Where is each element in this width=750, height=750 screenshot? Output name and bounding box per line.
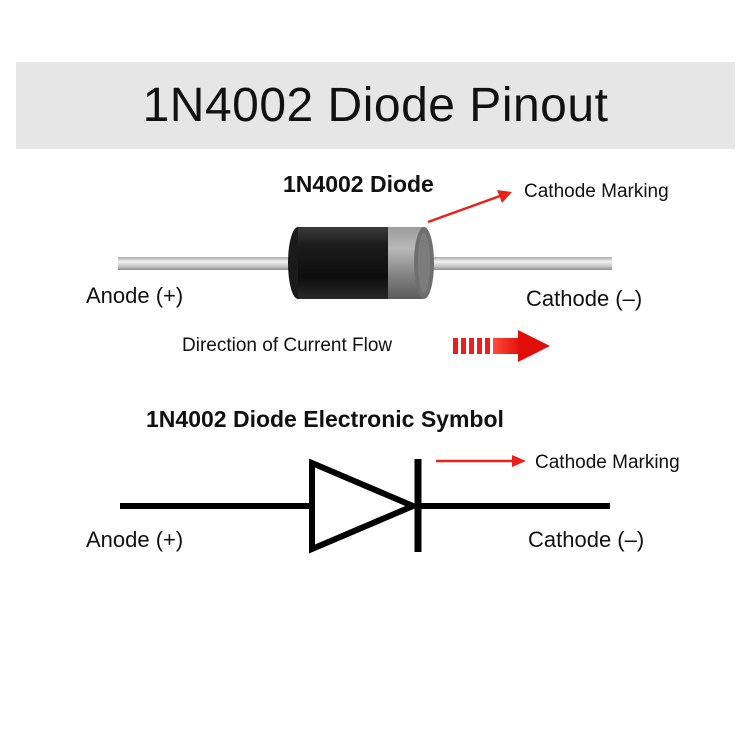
diode-cathode-band xyxy=(388,227,434,299)
symbol-anode-label: Anode (+) xyxy=(86,527,184,552)
diode-body xyxy=(288,227,390,299)
diode-lead-anode xyxy=(118,257,298,270)
symbol-cathode-marking-label: Cathode Marking xyxy=(535,452,680,473)
physical-diode-heading: 1N4002 Diode xyxy=(283,171,434,197)
physical-anode-label: Anode (+) xyxy=(86,283,184,308)
diode-symbol xyxy=(120,458,610,554)
physical-cathode-marking-label: Cathode Marking xyxy=(524,181,669,202)
physical-cathode-label: Cathode (–) xyxy=(526,286,643,311)
symbol-heading: 1N4002 Diode Electronic Symbol xyxy=(146,406,504,432)
title-banner: 1N4002 Diode Pinout xyxy=(16,62,735,149)
current-flow-arrow xyxy=(453,330,550,362)
current-flow-label: Direction of Current Flow xyxy=(182,335,393,356)
diode-lead-cathode xyxy=(430,257,612,270)
page-title: 1N4002 Diode Pinout xyxy=(142,79,609,132)
cathode-marking-arrow-symbol xyxy=(436,455,526,467)
cathode-marking-arrow-physical xyxy=(427,190,512,224)
symbol-cathode-label: Cathode (–) xyxy=(528,527,645,552)
